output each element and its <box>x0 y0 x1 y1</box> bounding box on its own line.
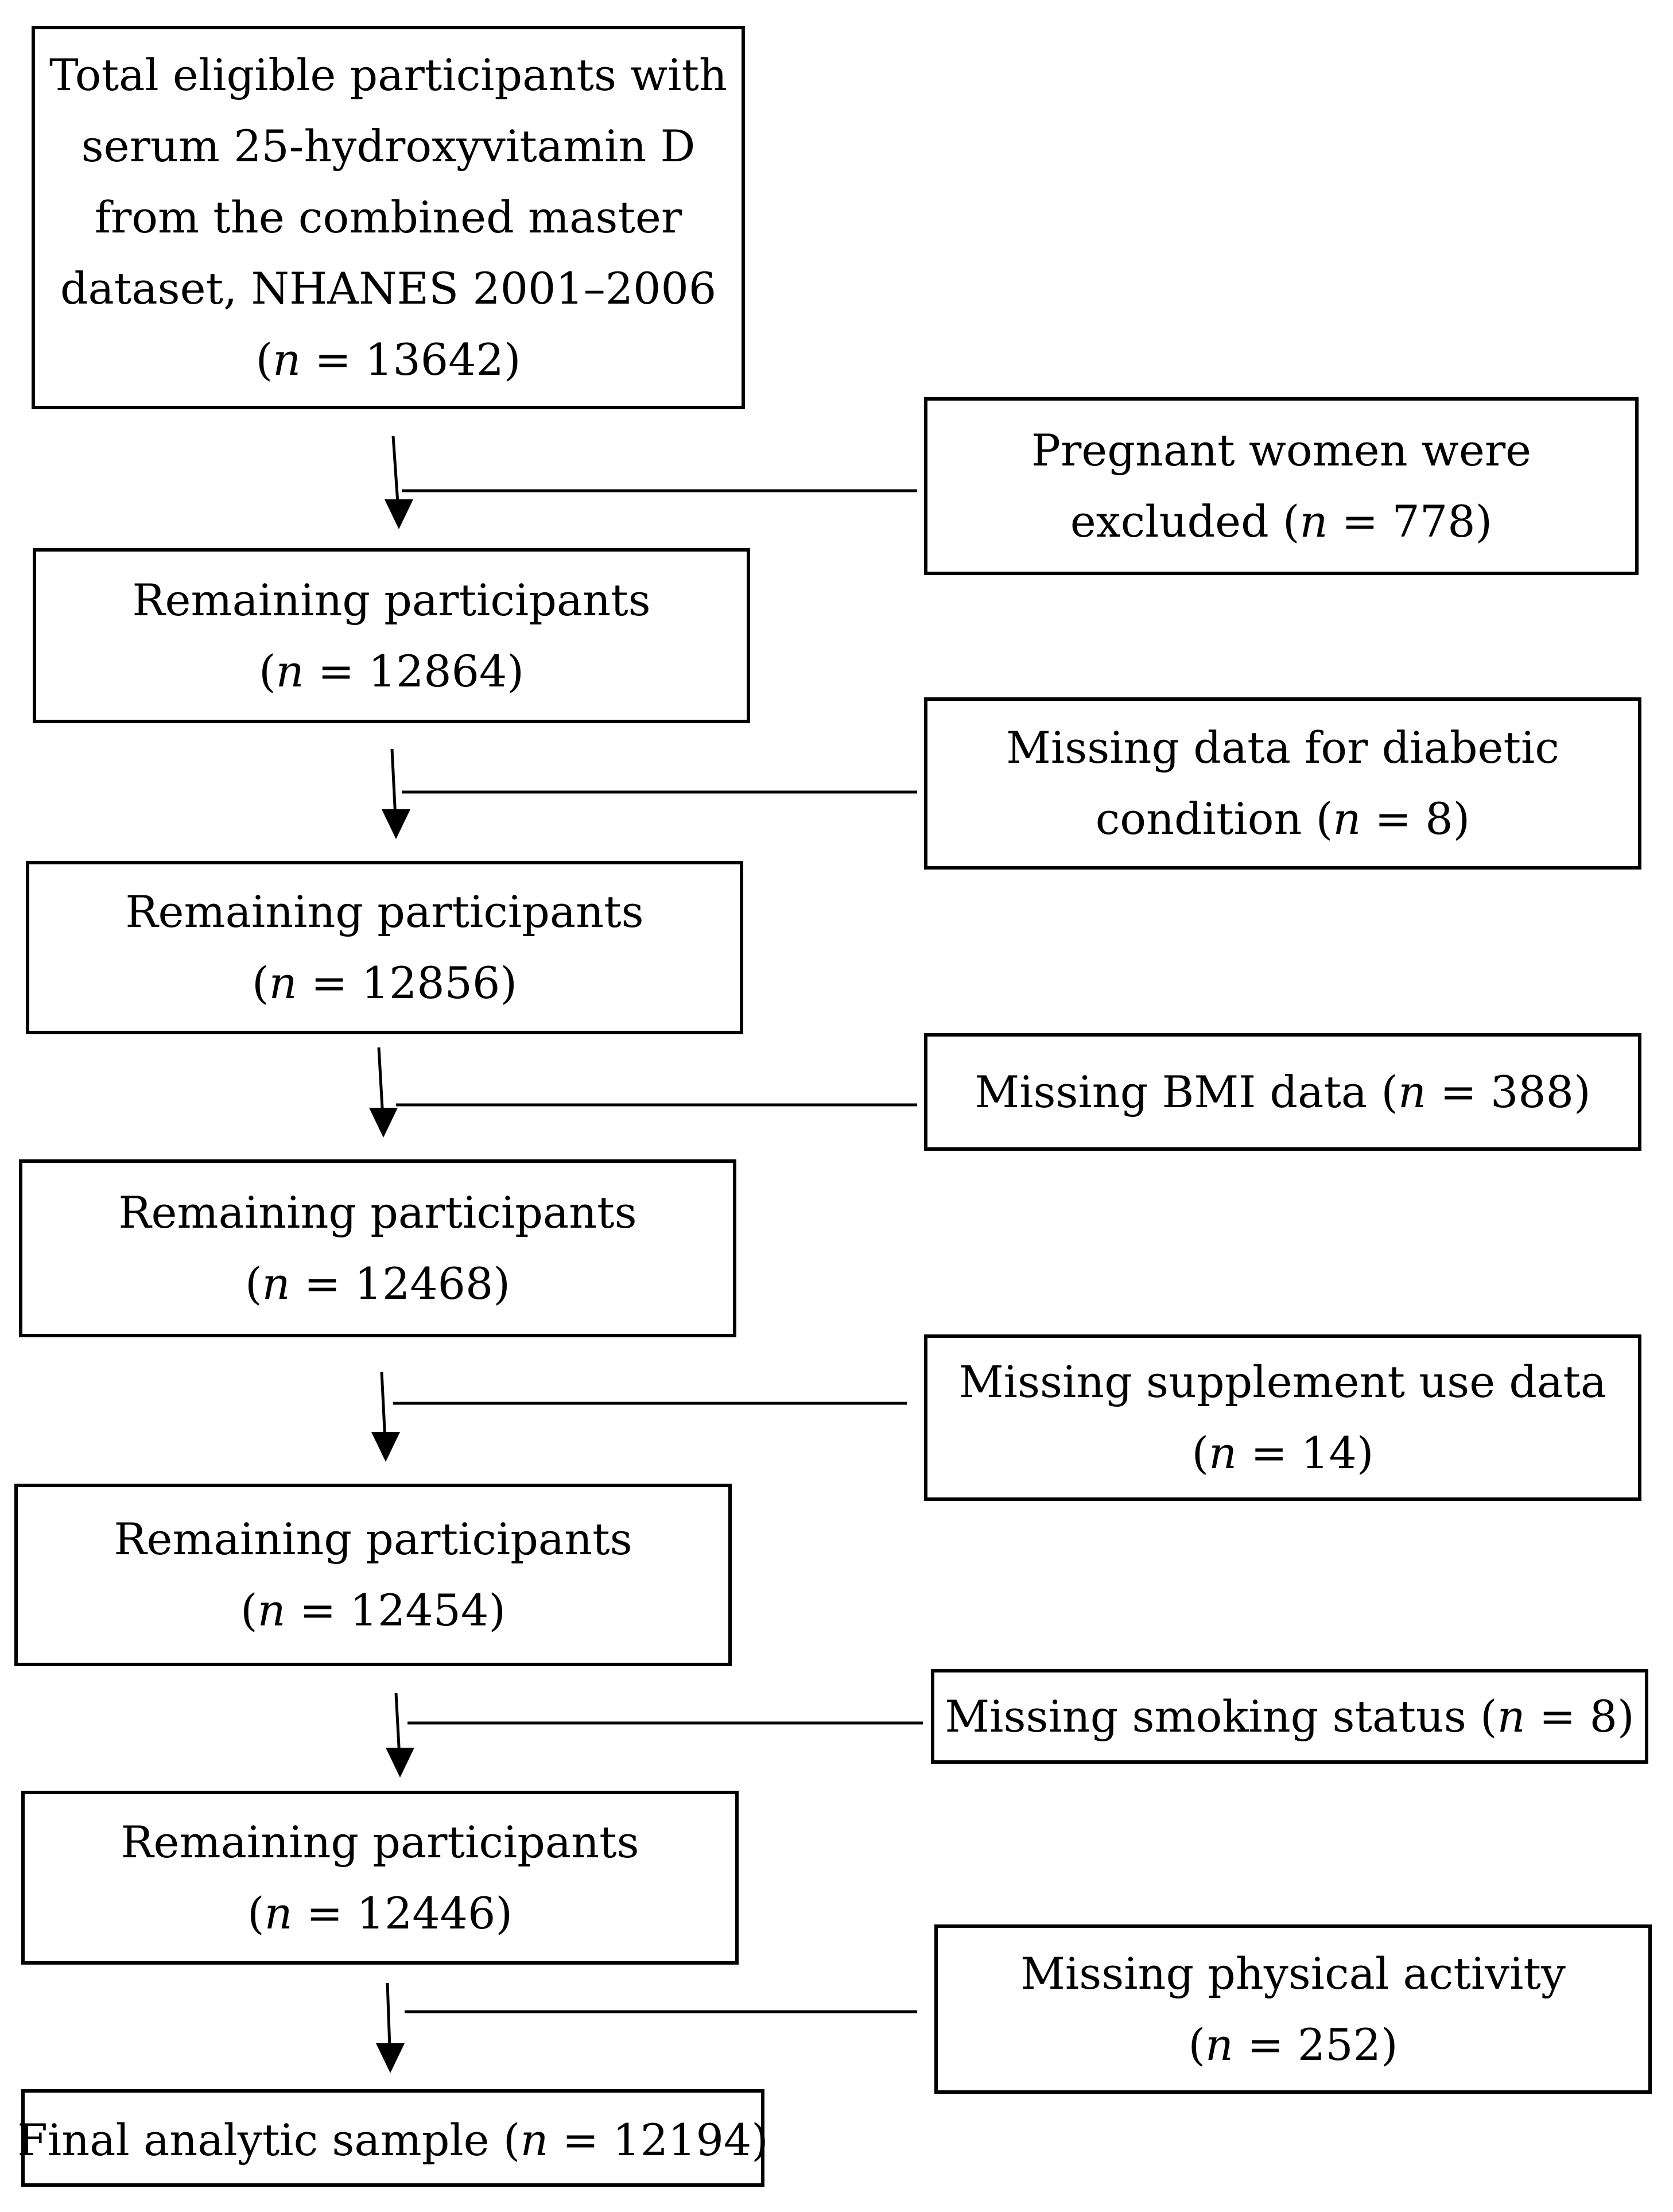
exclusion-box-6-line-1: Missing physical activity <box>1020 1947 1566 1999</box>
exclusion-box-2-count: condition (n = 8) <box>1095 793 1470 844</box>
exclusion-box-4-count: (n = 14) <box>1191 1427 1374 1478</box>
main-box-6-count: (n = 12446) <box>247 1887 513 1939</box>
main-box-1-line-2: serum 25-hydroxyvitamin D <box>81 121 696 172</box>
main-box-1-line-4: dataset, NHANES 2001–2006 <box>60 263 717 314</box>
main-box-1-line-1: Total eligible participants with <box>49 49 727 100</box>
exclusion-box-3-count: Missing BMI data (n = 388) <box>975 1066 1591 1117</box>
main-box-1: Total eligible participants with serum 2… <box>32 26 745 409</box>
main-box-5-line-1: Remaining participants <box>114 1514 632 1565</box>
exclusion-box-2-line-1: Missing data for diabetic <box>1006 722 1559 773</box>
main-box-2: Remaining participants (n = 12864) <box>33 548 750 723</box>
main-box-3: Remaining participants (n = 12856) <box>26 861 743 1034</box>
main-box-5: Remaining participants (n = 12454) <box>14 1484 732 1666</box>
main-box-3-count: (n = 12856) <box>251 957 518 1008</box>
exclusion-box-6-count: (n = 252) <box>1188 2019 1398 2070</box>
main-box-4: Remaining participants (n = 12468) <box>19 1159 736 1337</box>
final-sample-box: Final analytic sample (n = 12194) <box>17 2089 768 2187</box>
main-box-1-line-3: from the combined master <box>94 192 682 243</box>
main-box-5-count: (n = 12454) <box>240 1585 506 1636</box>
main-box-2-count: (n = 12864) <box>258 645 525 697</box>
exclusion-box-2: Missing data for diabetic condition (n =… <box>924 697 1641 870</box>
exclusion-box-4-line-1: Missing supplement use data <box>958 1356 1607 1407</box>
exclusion-box-6: Missing physical activity (n = 252) <box>934 1924 1652 2094</box>
main-box-4-count: (n = 12468) <box>244 1258 511 1309</box>
exclusion-box-5: Missing smoking status (n = 8) <box>931 1669 1648 1764</box>
exclusion-box-1-count: excluded (n = 778) <box>1070 496 1493 547</box>
final-sample-count: Final analytic sample (n = 12194) <box>17 2114 768 2166</box>
exclusion-box-5-count: Missing smoking status (n = 8) <box>945 1690 1635 1742</box>
exclusion-box-3: Missing BMI data (n = 388) <box>924 1033 1641 1151</box>
exclusion-box-4: Missing supplement use data (n = 14) <box>924 1334 1641 1501</box>
main-box-6: Remaining participants (n = 12446) <box>21 1791 739 1965</box>
main-box-4-line-1: Remaining participants <box>118 1187 637 1238</box>
exclusion-box-1-line-1: Pregnant women were <box>1031 425 1532 476</box>
main-box-3-line-1: Remaining participants <box>125 886 644 937</box>
main-box-1-count: (n = 13642) <box>255 334 521 385</box>
exclusion-box-1: Pregnant women were excluded (n = 778) <box>924 397 1639 575</box>
main-box-2-line-1: Remaining participants <box>132 574 651 626</box>
main-box-6-line-1: Remaining participants <box>121 1816 639 1868</box>
